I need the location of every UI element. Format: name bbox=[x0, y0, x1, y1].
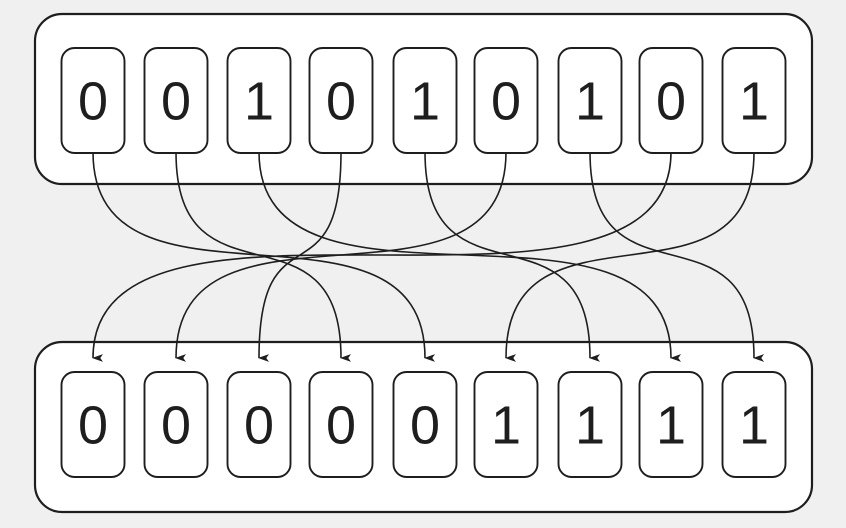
bottom-row-cell-digit-1: 0 bbox=[161, 396, 191, 456]
top-row-cell-4 bbox=[392, 47, 458, 154]
flow-arrow-6-to-8 bbox=[589, 151, 765, 362]
top-row-cell-0 bbox=[60, 47, 126, 154]
top-row-cell-3 bbox=[308, 47, 374, 154]
top-row-cell-digit-1: 0 bbox=[161, 72, 191, 132]
top-row-cell-digit-2: 1 bbox=[244, 72, 274, 132]
top-row-cell-digit-7: 0 bbox=[656, 72, 686, 132]
top-row-cell-6 bbox=[557, 47, 623, 154]
flow-arrow-8-to-5 bbox=[505, 151, 755, 362]
top-row-cell-5 bbox=[473, 47, 539, 154]
top-row-cell-digit-8: 1 bbox=[739, 72, 769, 132]
top-row-cell-1 bbox=[143, 47, 209, 154]
flow-arrow-4-to-6 bbox=[424, 151, 601, 362]
flow-arrow-7-to-0 bbox=[92, 151, 672, 362]
top-row-cell-digit-6: 1 bbox=[575, 72, 605, 132]
bottom-row-cell-5 bbox=[473, 371, 539, 478]
top-row-cell-digit-0: 0 bbox=[78, 72, 108, 132]
bottom-row-cell-1 bbox=[143, 371, 209, 478]
bottom-row-cell-digit-7: 1 bbox=[656, 396, 686, 456]
bottom-row-cell-0 bbox=[60, 371, 126, 478]
bottom-row-cell-digit-2: 0 bbox=[244, 396, 274, 456]
top-row-cell-2 bbox=[226, 47, 292, 154]
top-row-cell-digit-4: 1 bbox=[410, 72, 440, 132]
top-row-cell-8 bbox=[721, 47, 787, 154]
top-row-cell-7 bbox=[638, 47, 704, 154]
bottom-row-cell-digit-6: 1 bbox=[575, 396, 605, 456]
bottom-row-cell-6 bbox=[557, 371, 623, 478]
bottom-row-cell-digit-0: 0 bbox=[78, 396, 108, 456]
bottom-row-cell-2 bbox=[226, 371, 292, 478]
top-row-cell-digit-3: 0 bbox=[326, 72, 356, 132]
top-row-cell-digit-5: 0 bbox=[491, 72, 521, 132]
bottom-row-cell-digit-3: 0 bbox=[326, 396, 356, 456]
bottom-row-cell-4 bbox=[392, 371, 458, 478]
bottom-row-cell-8 bbox=[721, 371, 787, 478]
flow-arrow-1-to-3 bbox=[175, 151, 352, 362]
bottom-row-cell-3 bbox=[308, 371, 374, 478]
bottom-row-cell-digit-5: 1 bbox=[491, 396, 521, 456]
bottom-row-cell-7 bbox=[638, 371, 704, 478]
bottom-row-cell-digit-4: 0 bbox=[410, 396, 440, 456]
bottom-row-cell-digit-8: 1 bbox=[739, 396, 769, 456]
